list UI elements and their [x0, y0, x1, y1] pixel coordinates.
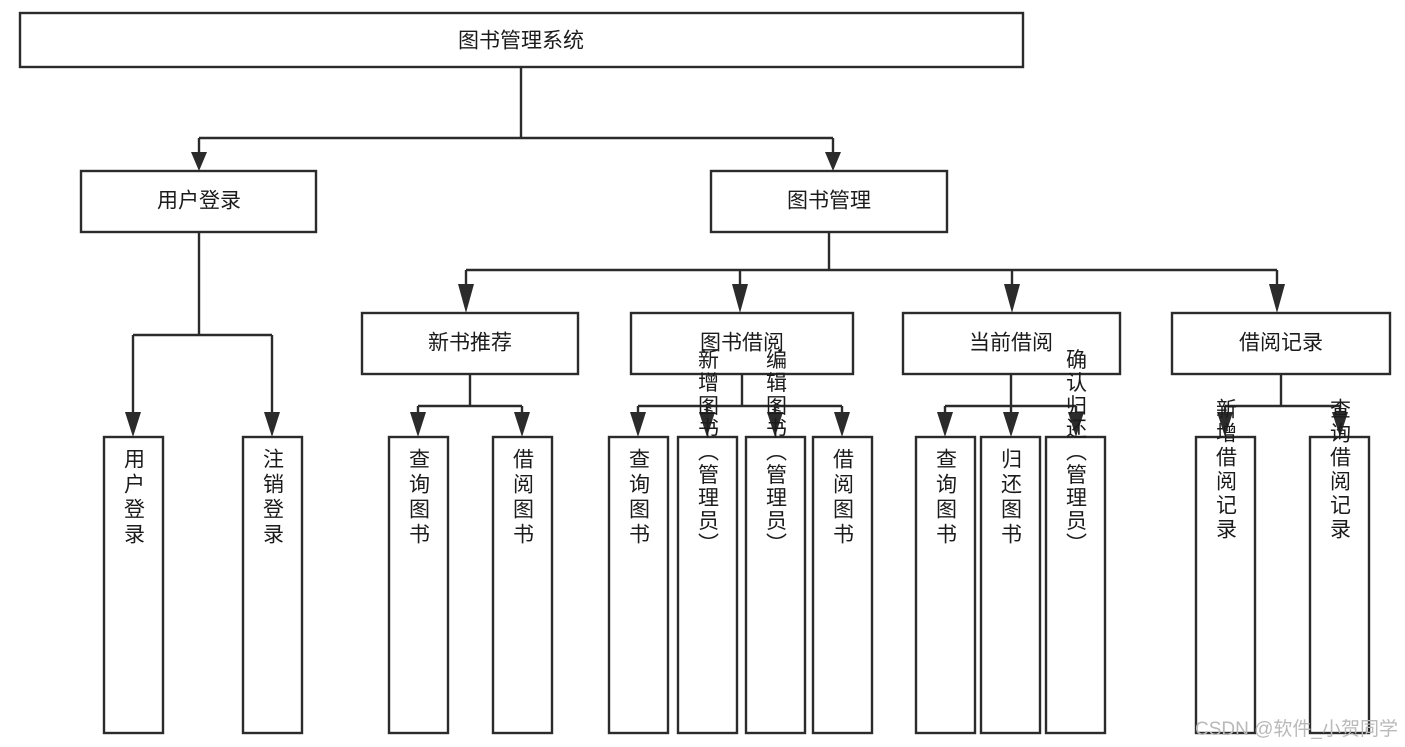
arrow-to-leaf-add-book	[699, 412, 715, 437]
node-leaf-query-book-3[interactable]: 查询图书	[914, 435, 977, 735]
node-root[interactable]: 图书管理系统	[18, 11, 1025, 69]
arrow-to-leaf-confirm-return	[1068, 412, 1084, 437]
node-leaf-query-book-3-label: 查询图书	[934, 448, 958, 548]
node-leaf-return-book[interactable]: 归还图书	[979, 435, 1042, 735]
arrow-to-leaf-user-login	[125, 412, 141, 437]
connector-login-bus	[131, 232, 274, 418]
node-leaf-add-record-label: 新增借阅记录	[1214, 398, 1238, 542]
arrow-to-records	[1269, 284, 1285, 313]
node-leaf-query-book-1-box[interactable]	[387, 435, 450, 735]
node-login-box[interactable]	[79, 169, 318, 234]
node-bookmgmt-box[interactable]	[709, 169, 949, 234]
node-newbook[interactable]: 新书推荐	[360, 311, 580, 376]
arrow-to-leaf-logout	[264, 412, 280, 437]
node-leaf-query-book-2-box[interactable]	[607, 435, 670, 735]
node-borrow[interactable]: 图书借阅	[629, 311, 855, 376]
connector-layer	[125, 67, 1348, 437]
node-bookmgmt[interactable]: 图书管理	[709, 169, 949, 234]
connector-bookmgmt-bus	[464, 232, 1279, 288]
node-leaf-add-book[interactable]: 新增图书（管理员）	[676, 349, 739, 735]
connector-root-bus	[197, 67, 835, 152]
arrow-to-leaf-add-record	[1217, 412, 1233, 437]
node-root-label: 图书管理系统	[458, 30, 584, 53]
node-leaf-return-book-box[interactable]	[979, 435, 1042, 735]
connector-records-bus	[1223, 374, 1342, 418]
node-leaf-query-book-2[interactable]: 查询图书	[607, 435, 670, 735]
node-leaf-add-record-box[interactable]	[1194, 435, 1257, 735]
node-records-box[interactable]	[1170, 311, 1392, 376]
arrow-to-borrow	[732, 284, 748, 313]
node-leaf-query-book-2-label: 查询图书	[627, 448, 651, 548]
node-bookmgmt-label: 图书管理	[787, 190, 871, 213]
connector-newbook-bus	[416, 374, 524, 418]
arrow-to-login	[191, 152, 207, 171]
arrow-to-leaf-borrow-book-1	[514, 412, 530, 437]
node-leaf-confirm-return[interactable]: 确认归还（管理员）	[1044, 349, 1107, 735]
arrow-to-bookmgmt	[825, 152, 841, 171]
node-leaf-add-book-label: 新增图书（管理员）	[696, 349, 720, 556]
node-borrow-box[interactable]	[629, 311, 855, 376]
node-leaf-edit-book-label: 编辑图书（管理员）	[764, 349, 788, 556]
node-newbook-box[interactable]	[360, 311, 580, 376]
node-current-label: 当前借阅	[969, 332, 1053, 355]
node-leaf-borrow-book-1-box[interactable]	[491, 435, 554, 735]
node-leaf-add-record[interactable]: 新增借阅记录	[1194, 398, 1257, 735]
node-records[interactable]: 借阅记录	[1170, 311, 1392, 376]
node-current[interactable]: 当前借阅	[901, 311, 1122, 376]
arrow-to-leaf-query-book-2	[630, 412, 646, 437]
connector-borrow-bus	[636, 374, 844, 418]
node-leaf-edit-book[interactable]: 编辑图书（管理员）	[744, 349, 807, 735]
node-borrow-label: 图书借阅	[700, 332, 784, 355]
node-login-label: 用户登录	[157, 190, 241, 213]
node-leaf-confirm-return-label: 确认归还（管理员）	[1064, 349, 1088, 556]
arrow-to-leaf-return-book	[1003, 412, 1019, 437]
arrow-to-leaf-query-book-3	[937, 412, 953, 437]
arrow-to-leaf-query-record	[1332, 412, 1348, 437]
arrow-to-current	[1004, 284, 1020, 313]
node-leaf-borrow-book-2-box[interactable]	[811, 435, 874, 735]
node-leaf-borrow-book-2-label: 借阅图书	[831, 448, 855, 548]
node-leaf-query-book-3-box[interactable]	[914, 435, 977, 735]
node-leaf-logout[interactable]: 注销登录	[241, 435, 304, 735]
node-leaf-query-book-1[interactable]: 查询图书	[387, 435, 450, 735]
arrow-to-leaf-borrow-book-2	[834, 412, 850, 437]
node-leaf-confirm-return-box[interactable]	[1044, 435, 1107, 735]
node-leaf-query-book-1-label: 查询图书	[407, 448, 431, 548]
node-leaf-logout-label: 注销登录	[261, 448, 285, 548]
arrow-to-leaf-edit-book	[767, 412, 783, 437]
node-leaf-user-login[interactable]: 用户登录	[102, 435, 165, 735]
node-leaf-user-login-box[interactable]	[102, 435, 165, 735]
connector-current-bus	[943, 374, 1078, 418]
node-leaf-logout-box[interactable]	[241, 435, 304, 735]
node-leaf-borrow-book-2[interactable]: 借阅图书	[811, 435, 874, 735]
node-leaf-query-record-box[interactable]	[1308, 435, 1371, 735]
node-leaf-borrow-book-1-label: 借阅图书	[511, 448, 535, 548]
node-records-label: 借阅记录	[1239, 332, 1323, 355]
node-leaf-borrow-book-1[interactable]: 借阅图书	[491, 435, 554, 735]
node-root-box[interactable]	[18, 11, 1025, 69]
node-leaf-return-book-label: 归还图书	[999, 448, 1023, 548]
node-leaf-query-record-label: 查询借阅记录	[1328, 398, 1352, 542]
node-leaf-query-record[interactable]: 查询借阅记录	[1308, 398, 1371, 735]
node-current-box[interactable]	[901, 311, 1122, 376]
arrow-to-leaf-query-book-1	[410, 412, 426, 437]
node-leaf-edit-book-box[interactable]	[744, 435, 807, 735]
node-newbook-label: 新书推荐	[428, 332, 512, 355]
arrow-to-newbook	[458, 284, 474, 313]
node-leaf-user-login-label: 用户登录	[122, 448, 146, 548]
node-login[interactable]: 用户登录	[79, 169, 318, 234]
csdn-watermark: CSDN @软件_小贺同学	[1195, 718, 1398, 740]
node-leaf-add-book-box[interactable]	[676, 435, 739, 735]
